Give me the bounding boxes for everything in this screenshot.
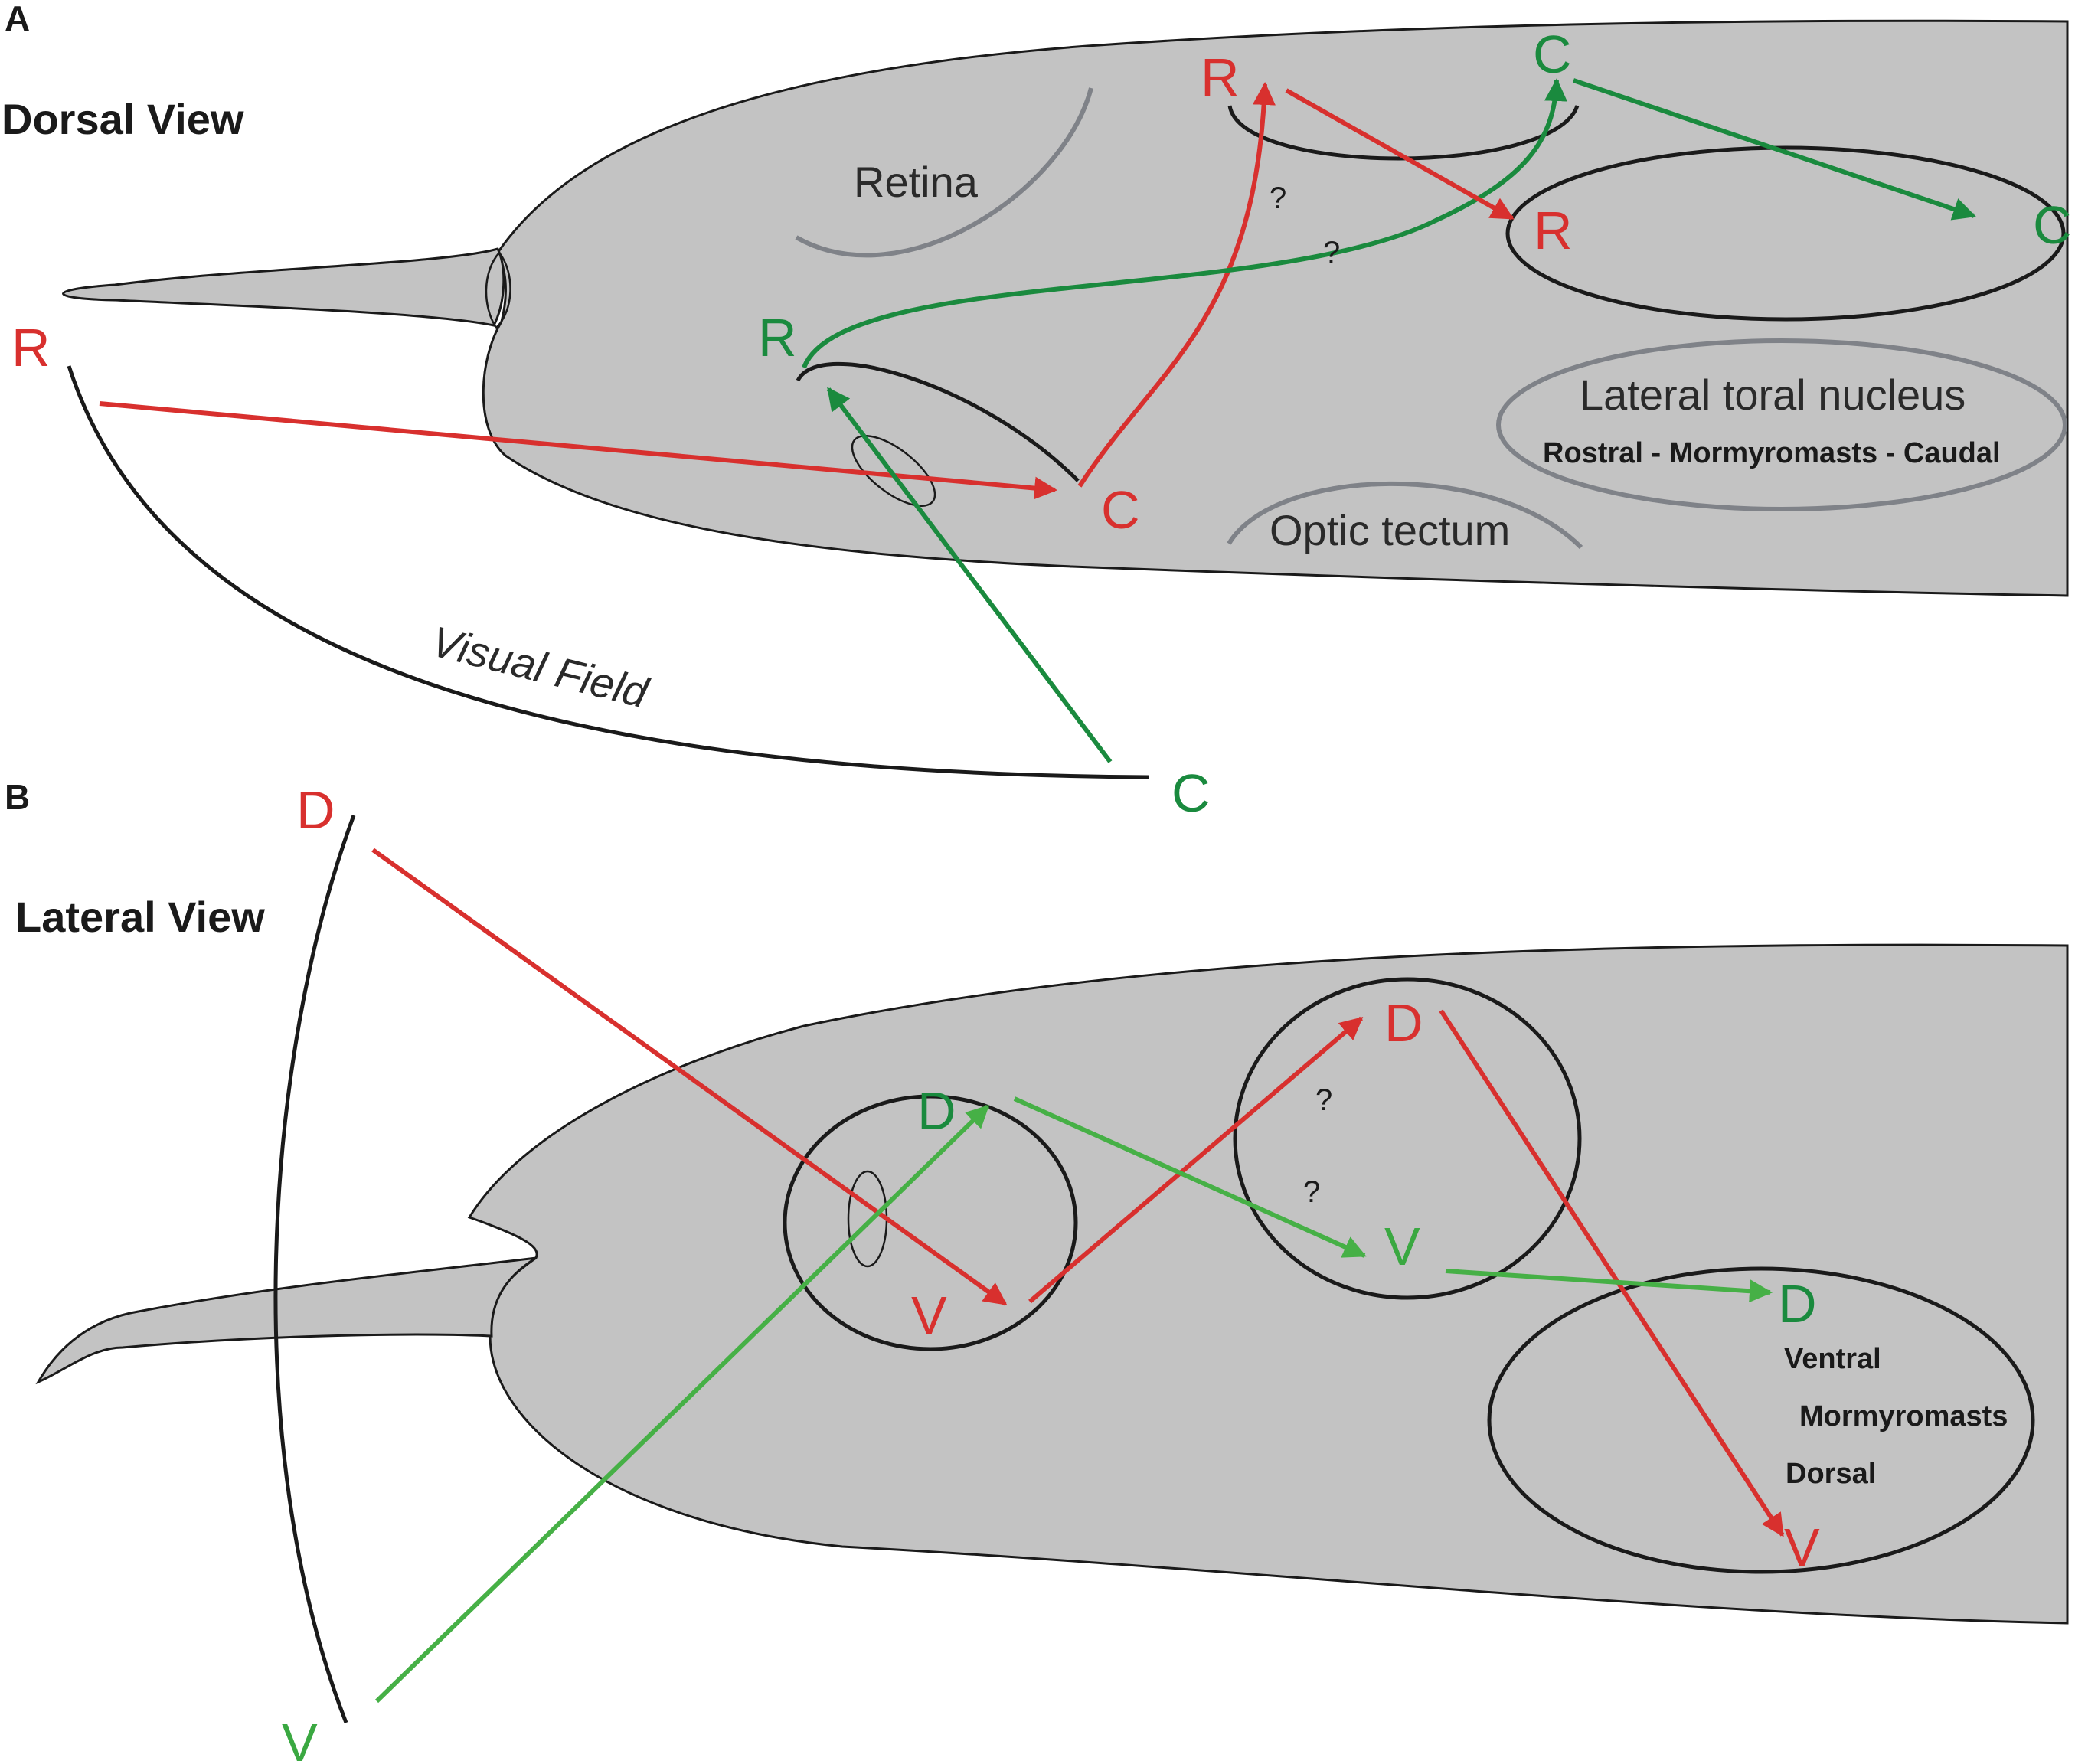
panel-b: B Lateral View Ventral Mormyromasts Dors… [5, 777, 2069, 1764]
lateral-tectum [1233, 977, 1582, 1300]
dorsal-arrow-red-tectum-to-toral [1285, 88, 1515, 220]
dorsal-arrow-red-eye-to-tectum [1077, 82, 1276, 488]
panel-a: A Dorsal View Retina Optic tectum Latera… [2, 0, 2072, 823]
dorsal-arrow-green-field-to-eye [826, 387, 1113, 763]
dorsal-tectum-r-label: R [1201, 47, 1240, 107]
optic-tectum-arc [1227, 481, 1583, 550]
dorsal-visual-field-arc [67, 365, 1149, 779]
dorsal-eye-r-label: R [758, 308, 797, 368]
lateral-arrow-red-tectum-to-toral [1439, 1009, 1785, 1537]
lateral-question-2: ? [1303, 1175, 1320, 1209]
dorsal-question-2: ? [1323, 236, 1340, 270]
dorsal-mouth [485, 251, 511, 329]
dorsal-toral-ellipse [1505, 145, 2066, 322]
lateral-arrow-green-eye-to-tectum [1013, 1096, 1367, 1258]
lateral-toral-label: Lateral toral nucleus [1580, 371, 1966, 419]
lateral-toral-ventral: Ventral [1784, 1343, 1881, 1375]
dorsal-toral-c-label: C [2033, 195, 2072, 255]
lateral-field-d-label: D [296, 780, 335, 840]
dorsal-toral-r-label: R [1534, 201, 1573, 260]
panel-a-letter: A [5, 0, 30, 38]
dorsal-snout [62, 247, 505, 327]
dorsal-field-r-label: R [11, 318, 51, 377]
lateral-toral-mormyromasts: Mormyromasts [1799, 1400, 2008, 1432]
lateral-field-v-label: V [282, 1713, 318, 1764]
panel-b-letter: B [5, 777, 30, 817]
dorsal-eye-c-label: C [1101, 480, 1140, 540]
lateral-toral-ellipse [1487, 1266, 2035, 1574]
panel-b-title: Lateral View [15, 893, 265, 941]
lateral-snout [35, 1256, 537, 1385]
lateral-tectum-d-label: D [1384, 993, 1423, 1053]
dorsal-eye-retina [796, 361, 1080, 482]
lateral-arrow-green-tectum-to-toral [1445, 1269, 1773, 1303]
lateral-eye-d-label: D [917, 1081, 956, 1141]
lateral-arrow-red-eye-to-tectum [1028, 1016, 1364, 1304]
lateral-visual-field-arc [273, 815, 356, 1723]
lateral-eye-v-label: V [911, 1285, 947, 1345]
lateral-toral-v-label: V [1784, 1517, 1820, 1577]
lateral-tectum-v-label: V [1384, 1217, 1420, 1276]
optic-tectum-label: Optic tectum [1270, 506, 1510, 554]
lateral-toral-dorsal: Dorsal [1786, 1458, 1876, 1490]
lateral-eye [783, 1094, 1078, 1351]
lateral-question-1: ? [1315, 1083, 1332, 1117]
lateral-arrow-red-field-to-eye [371, 848, 1008, 1306]
retina-label: Retina [854, 158, 979, 206]
dorsal-tectum-arc [1227, 105, 1580, 161]
dorsal-head-outline [482, 19, 2069, 597]
retina-arc [795, 87, 1093, 258]
lateral-arrow-green-field-to-eye [374, 1104, 990, 1704]
visual-field-label: Visual Field [426, 617, 654, 717]
dorsal-arrow-green-eye-to-tectum [802, 78, 1567, 369]
lateral-toral-sublabel: Rostral - Mormyromasts - Caudal [1543, 437, 2001, 469]
lateral-toral-d-label: D [1778, 1274, 1817, 1334]
lateral-toral-ellipse [1496, 338, 2067, 511]
dorsal-question-1: ? [1270, 181, 1286, 215]
dorsal-eye-lens [851, 435, 936, 507]
dorsal-field-c-label: C [1171, 763, 1211, 823]
dorsal-arrow-green-tectum-to-toral [1573, 78, 1976, 220]
dorsal-tectum-c-label: C [1533, 24, 1572, 84]
panel-a-title: Dorsal View [2, 95, 244, 143]
